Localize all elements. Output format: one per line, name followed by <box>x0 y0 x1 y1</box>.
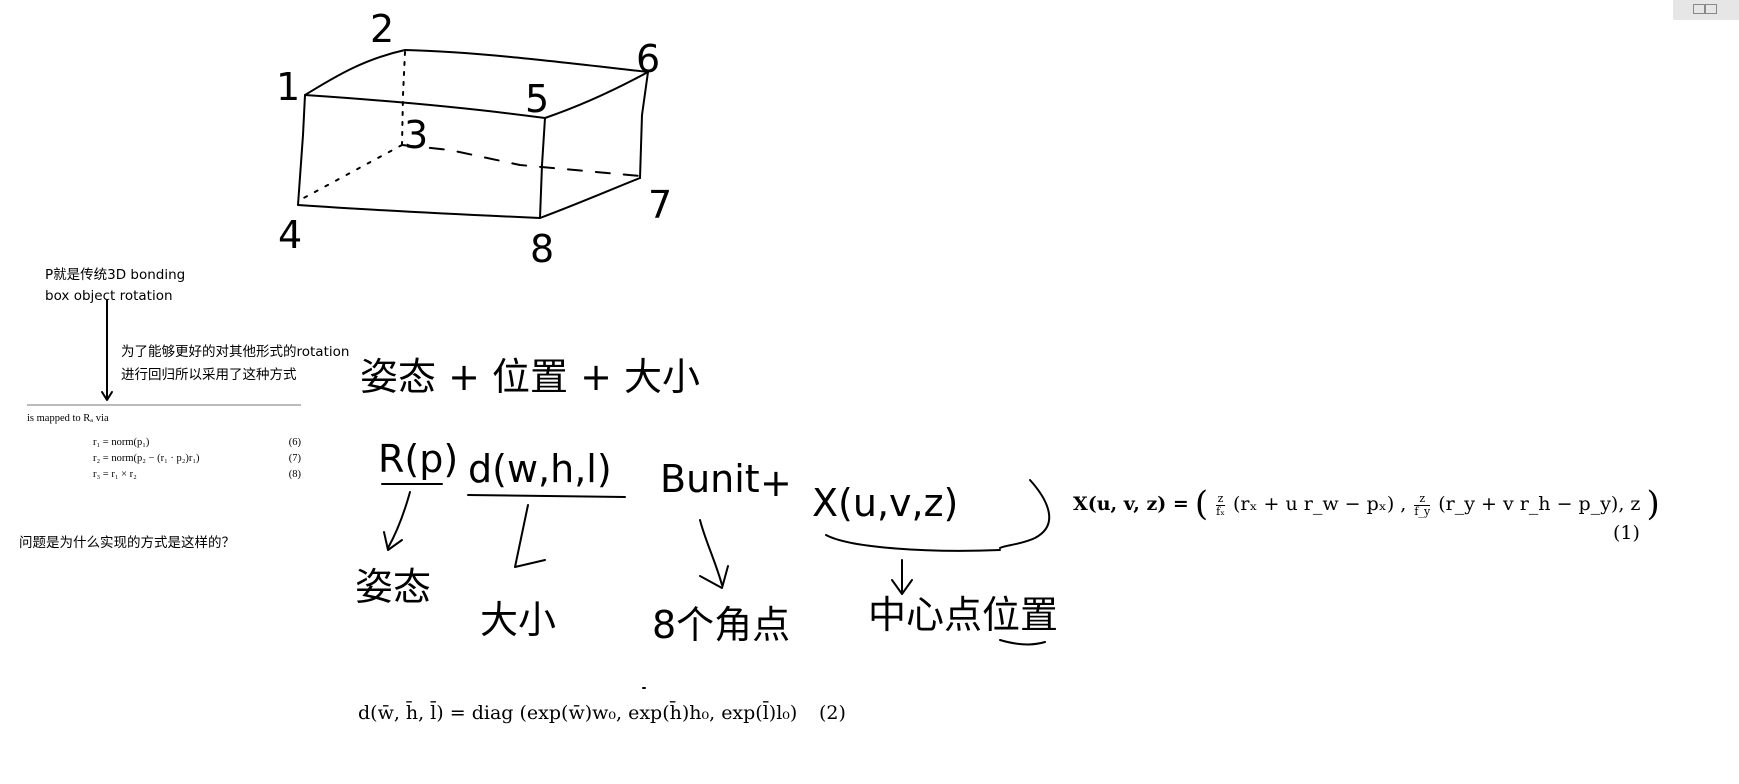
note-p-description: P就是传统3D bonding box object rotation <box>45 265 185 307</box>
svg-text:5: 5 <box>525 77 549 121</box>
svg-text:X(u,v,z): X(u,v,z) <box>812 481 958 525</box>
paper-snippet: is mapped to Rₐ via r₁ = norm(p₁)(6) r₂ … <box>27 404 301 483</box>
svg-text:8个角点: 8个角点 <box>652 603 790 647</box>
svg-text:1: 1 <box>276 65 300 109</box>
clipped-line <box>27 404 301 409</box>
note-reason: 为了能够更好的对其他形式的rotation 进行回归所以采用了这种方式 <box>121 342 349 386</box>
equation-2-number: (2) <box>819 702 846 724</box>
window-button[interactable] <box>1673 0 1739 20</box>
equation-2: d(w̄, h̄, l̄) = diag (exp(w̄)w₀, exp(h̄)… <box>358 702 798 724</box>
svg-text:+: + <box>760 461 792 505</box>
svg-text:Bunit: Bunit <box>660 457 760 501</box>
equation-1-number: (1) <box>1613 522 1640 544</box>
note-line: 进行回归所以采用了这种方式 <box>121 367 297 383</box>
note-line: 为了能够更好的对其他形式的rotation <box>121 344 350 360</box>
note-line: P就是传统3D bonding <box>45 267 186 283</box>
window-icon <box>1693 4 1705 14</box>
note-question: 问题是为什么实现的方式是这样的？ <box>19 535 235 551</box>
paper-text-line: is mapped to Rₐ via <box>27 413 109 424</box>
note-line: box object rotation <box>45 288 173 304</box>
equation-8: r₃ = r₁ × r₂(8) <box>93 469 301 480</box>
corner-labels: 1 2 3 4 5 6 7 8 <box>276 7 672 271</box>
equation-6: r₁ = norm(p₁)(6) <box>93 437 301 448</box>
svg-text:6: 6 <box>636 37 660 81</box>
equation-7: r₂ = norm(p₂ − (r₁ · p₂)r₁)(7) <box>93 453 301 464</box>
box-sketch <box>297 49 649 219</box>
svg-text:姿态: 姿态 <box>355 565 431 609</box>
svg-text:中心点位置: 中心点位置 <box>868 593 1058 637</box>
svg-text:R(p): R(p) <box>378 437 458 481</box>
svg-text:2: 2 <box>370 7 394 51</box>
svg-text:4: 4 <box>278 213 302 257</box>
svg-text:3: 3 <box>404 113 428 157</box>
svg-text:姿态 + 位置 + 大小: 姿态 + 位置 + 大小 <box>360 355 700 399</box>
window-icon <box>1705 4 1717 14</box>
svg-text:d(w,h,l): d(w,h,l) <box>468 447 612 491</box>
svg-text:8: 8 <box>530 227 554 271</box>
svg-text:7: 7 <box>648 183 672 227</box>
svg-text:大小: 大小 <box>480 598 556 642</box>
